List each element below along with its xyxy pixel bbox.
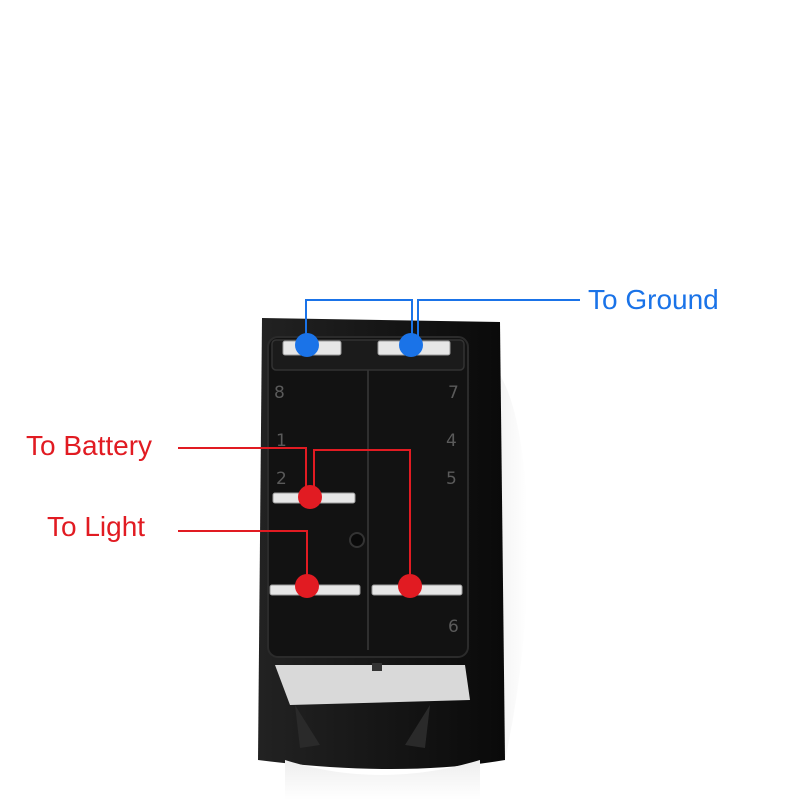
pin-number-4: 4 bbox=[446, 431, 457, 451]
pin-numbers: 8 7 1 4 2 5 6 bbox=[274, 383, 459, 637]
battery-terminal-dot bbox=[298, 485, 322, 509]
battery-wiring bbox=[178, 447, 422, 598]
light-wiring bbox=[178, 530, 319, 598]
ground-terminal-dot-right bbox=[399, 333, 423, 357]
pin-number-8: 8 bbox=[274, 383, 285, 403]
light-line bbox=[178, 530, 308, 586]
pin-number-6: 6 bbox=[448, 617, 459, 637]
pin-number-1: 1 bbox=[276, 431, 287, 451]
center-stud bbox=[349, 532, 365, 548]
bottom-clip-right bbox=[405, 705, 430, 748]
label-to-light: To Light bbox=[47, 511, 145, 542]
ground-line-left bbox=[305, 299, 413, 345]
ground-terminal-dot-left bbox=[295, 333, 319, 357]
pin-number-2: 2 bbox=[276, 469, 287, 489]
bottom-notch bbox=[372, 663, 382, 671]
switch-body bbox=[258, 318, 528, 800]
light-terminal-dot bbox=[295, 574, 319, 598]
pin-number-5: 5 bbox=[446, 469, 457, 489]
ground-line-right bbox=[417, 299, 580, 345]
ground-wiring bbox=[295, 299, 580, 357]
switch-bottom-bezel bbox=[285, 760, 480, 800]
label-to-ground: To Ground bbox=[588, 284, 719, 315]
battery-line-bridge bbox=[313, 449, 411, 586]
switch-bottom-frame bbox=[275, 665, 470, 705]
label-to-battery: To Battery bbox=[26, 430, 152, 461]
pin-number-7: 7 bbox=[448, 383, 459, 403]
battery-line-label bbox=[178, 447, 307, 497]
battery-terminal-dot-right bbox=[398, 574, 422, 598]
bottom-clip-left bbox=[295, 705, 320, 748]
